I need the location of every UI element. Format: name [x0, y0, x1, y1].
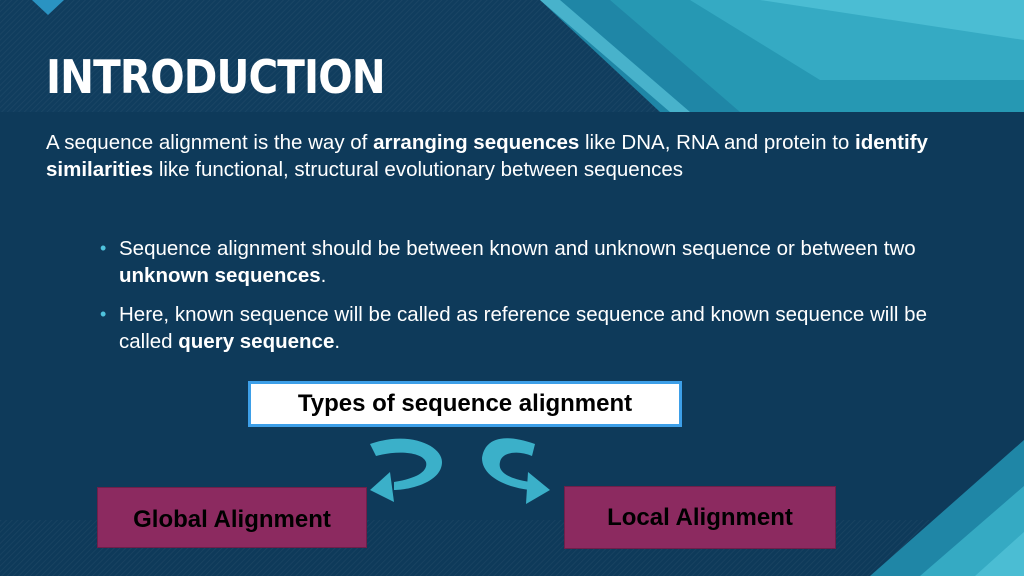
bullet-dot-icon: •: [100, 304, 107, 324]
intro-text-2: like DNA, RNA and protein to: [579, 131, 856, 154]
bullet-text: Sequence alignment should be between kno…: [119, 237, 916, 260]
bullet-text: Here, known sequence will be called as r…: [119, 303, 927, 353]
intro-text-1: A sequence alignment is the way of: [46, 131, 374, 154]
left-curved-arrow-icon: [370, 438, 442, 502]
intro-text-3: like functional, structural evolutionary…: [153, 158, 684, 181]
intro-bold-1: arranging sequences: [373, 131, 580, 154]
bullet-dot-icon: •: [100, 238, 107, 258]
right-curved-arrow-icon: [482, 438, 550, 504]
types-of-alignment-box: Types of sequence alignment: [248, 381, 682, 427]
bullet-item: • Here, known sequence will be called as …: [100, 301, 980, 355]
bullet-tail: .: [334, 330, 341, 353]
bullet-bold-text: query sequence: [178, 330, 335, 353]
local-alignment-box: Local Alignment: [564, 486, 836, 549]
intro-bold-2: identify similarities: [46, 131, 928, 181]
bullet-item: • Sequence alignment should be between kn…: [100, 235, 980, 289]
slide-title: INTRODUCTION: [46, 50, 386, 104]
global-alignment-box: Global Alignment: [97, 487, 367, 548]
bullet-bold-text: unknown sequences: [119, 264, 321, 287]
bullet-tail: .: [320, 264, 327, 287]
bullet-list: • Sequence alignment should be between kn…: [100, 235, 980, 367]
curved-arrows-icon: [370, 438, 550, 504]
intro-paragraph: A sequence alignment is the way of arran…: [46, 129, 956, 183]
